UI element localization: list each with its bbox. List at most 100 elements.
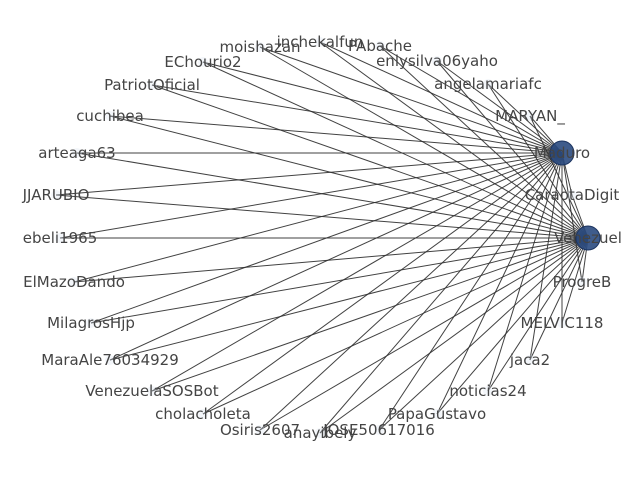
- node-label-PAbache: PAbache: [348, 37, 412, 55]
- edge-cholacholeta-Maduro: [202, 152, 563, 415]
- node-label-ebeli1965: ebeli1965: [23, 229, 98, 247]
- node-enlysilva06yaho: [432, 56, 442, 66]
- edge-jaca2-Venezuela: [529, 237, 589, 361]
- edge-Osiris2607-Maduro: [259, 152, 563, 431]
- edge-enlysilva06yaho-Maduro: [436, 60, 563, 154]
- node-label-CaraotaDigit: CaraotaDigit: [525, 186, 620, 204]
- hub-label-Maduro: Maduro: [534, 144, 590, 162]
- edge-EChourio2-Venezuela: [202, 61, 589, 239]
- edge-VenezuelaSOSBot-Maduro: [151, 152, 563, 392]
- node-label-inchekalfun: inchekalfun: [277, 33, 364, 51]
- node-PapaGustavo: [432, 409, 442, 419]
- edge-enlysilva06yaho-Venezuela: [436, 60, 589, 239]
- edge-anayibely-Venezuela: [319, 237, 589, 434]
- node-label-ProgreB: ProgreB: [553, 273, 612, 291]
- node-label-JOSE50617016: JOSE50617016: [322, 421, 435, 439]
- edge-anayibely-Maduro: [319, 152, 563, 434]
- node-moishazan: [255, 42, 265, 52]
- node-label-cholacholeta: cholacholeta: [155, 405, 251, 423]
- node-label-EChourio2: EChourio2: [164, 53, 241, 71]
- node-label-MELVIC118: MELVIC118: [521, 314, 604, 332]
- hub-node-Maduro: [549, 140, 575, 166]
- edge-moishazan-Maduro: [259, 46, 563, 154]
- node-JOSE50617016: [374, 425, 384, 435]
- node-label-PapaGustavo: PapaGustavo: [388, 405, 486, 423]
- node-CaraotaDigit: [567, 190, 577, 200]
- node-Osiris2607: [255, 425, 265, 435]
- edge-inchekalfun-Venezuela: [319, 41, 589, 239]
- node-ProgreB: [577, 277, 587, 287]
- node-label-PatriotOficial: PatriotOficial: [104, 76, 200, 94]
- edges-layer: [55, 41, 589, 434]
- edge-PapaGustavo-Venezuela: [436, 237, 589, 415]
- edge-noticias24-Maduro: [487, 152, 563, 392]
- node-MilagrosHjp: [86, 318, 96, 328]
- edge-inchekalfun-Maduro: [319, 41, 563, 154]
- edge-MaraAle76034929-Venezuela: [109, 237, 589, 361]
- edge-PatriotOficial-Maduro: [151, 84, 563, 154]
- node-jaca2: [525, 355, 535, 365]
- node-ElMazoDando: [69, 277, 79, 287]
- edge-PAbache-Maduro: [379, 45, 563, 154]
- edge-ElMazoDando-Maduro: [73, 152, 563, 283]
- edge-jaca2-Maduro: [529, 152, 563, 361]
- edge-cholacholeta-Venezuela: [202, 237, 589, 415]
- node-anayibely: [315, 428, 325, 438]
- node-label-cuchibea: cuchibea: [76, 107, 144, 125]
- edge-moishazan-Venezuela: [259, 46, 589, 239]
- node-label-MARYAN_: MARYAN_: [495, 107, 565, 126]
- edge-MilagrosHjp-Maduro: [90, 152, 563, 324]
- edge-PatriotOficial-Venezuela: [151, 84, 589, 239]
- edge-cuchibea-Maduro: [109, 115, 563, 154]
- node-label-enlysilva06yaho: enlysilva06yaho: [376, 52, 498, 70]
- node-MARYAN_: [525, 111, 535, 121]
- edge-arteaga63-Venezuela: [76, 152, 589, 239]
- node-inchekalfun: [315, 37, 325, 47]
- nodes-layer: [51, 37, 601, 438]
- edge-JOSE50617016-Venezuela: [378, 237, 589, 431]
- node-MaraAle76034929: [105, 355, 115, 365]
- hub-label-Venezuela: Venezuel: [554, 229, 622, 247]
- node-arteaga63: [72, 148, 82, 158]
- edge-ElMazoDando-Venezuela: [73, 237, 589, 283]
- node-PAbache: [375, 41, 385, 51]
- edge-JOSE50617016-Maduro: [378, 152, 563, 431]
- edge-ProgreB-Maduro: [561, 152, 583, 283]
- edge-VenezuelaSOSBot-Venezuela: [151, 237, 589, 392]
- edge-PapaGustavo-Maduro: [436, 152, 563, 415]
- node-cuchibea: [105, 111, 115, 121]
- edge-ebeli1965-Maduro: [59, 152, 563, 239]
- node-label-MaraAle76034929: MaraAle76034929: [41, 351, 179, 369]
- node-MELVIC118: [557, 318, 567, 328]
- node-label-VenezuelaSOSBot: VenezuelaSOSBot: [85, 382, 218, 400]
- node-label-Osiris2607: Osiris2607: [220, 421, 300, 439]
- edge-cuchibea-Venezuela: [109, 115, 589, 239]
- edge-JJARUBIO-Maduro: [55, 152, 563, 196]
- edge-noticias24-Venezuela: [487, 237, 589, 392]
- node-label-moishazan: moishazan: [219, 38, 300, 56]
- node-angelamariafc: [483, 79, 493, 89]
- node-label-angelamariafc: angelamariafc: [434, 75, 542, 93]
- hub-node-Venezuela: [575, 225, 601, 251]
- edge-MilagrosHjp-Venezuela: [90, 237, 589, 324]
- node-noticias24: [483, 386, 493, 396]
- node-EChourio2: [198, 57, 208, 67]
- edge-MaraAle76034929-Maduro: [109, 152, 563, 361]
- node-JJARUBIO: [51, 190, 61, 200]
- node-label-ElMazoDando: ElMazoDando: [23, 273, 125, 291]
- node-label-noticias24: noticias24: [449, 382, 526, 400]
- edge-Osiris2607-Venezuela: [259, 237, 589, 431]
- edge-angelamariafc-Maduro: [487, 83, 563, 154]
- node-PatriotOficial: [147, 80, 157, 90]
- node-label-JJARUBIO: JJARUBIO: [22, 186, 90, 204]
- edge-EChourio2-Maduro: [202, 61, 563, 154]
- edge-MARYAN_-Venezuela: [529, 115, 589, 239]
- node-cholacholeta: [198, 409, 208, 419]
- node-label-MilagrosHjp: MilagrosHjp: [47, 314, 135, 332]
- node-VenezuelaSOSBot: [147, 386, 157, 396]
- node-label-anayibely: anayibely: [284, 424, 357, 442]
- node-label-arteaga63: arteaga63: [38, 144, 115, 162]
- node-ebeli1965: [55, 233, 65, 243]
